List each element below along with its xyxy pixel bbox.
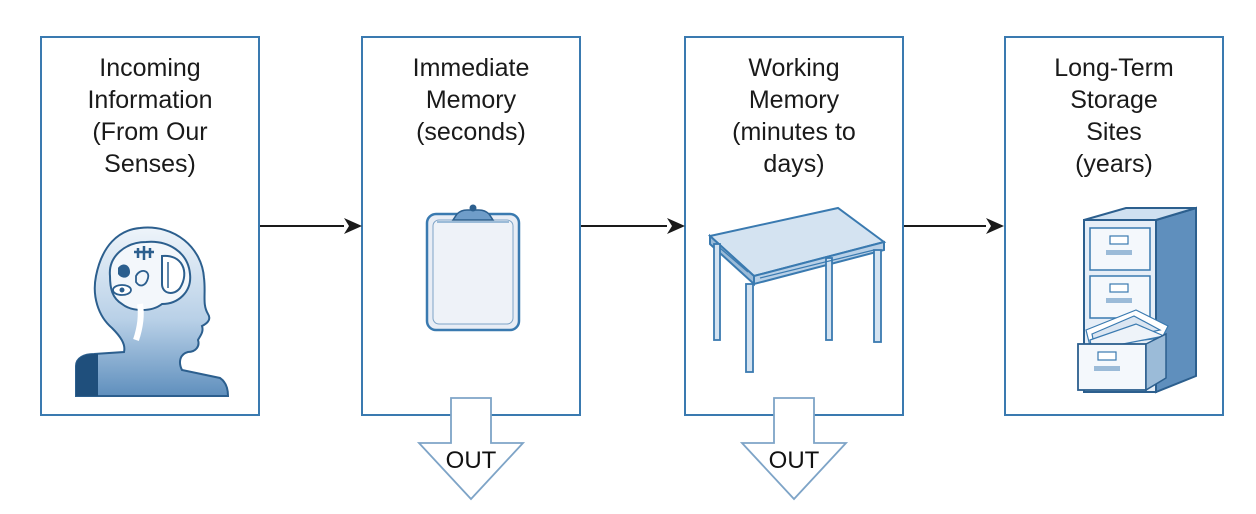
stage-title-line: Information <box>87 86 213 114</box>
desk-icon <box>706 204 887 379</box>
stage-title-line: Long-Term <box>1054 54 1174 82</box>
clipboard-icon <box>423 204 523 339</box>
out-arrow-working-memory: OUT <box>739 397 849 501</box>
stage-title-working-memory: Working Memory (minutes to days) <box>686 52 902 180</box>
stage-box-immediate-memory: Immediate Memory (seconds) <box>361 36 581 416</box>
head-with-senses-icon <box>70 216 230 401</box>
stage-title-line: (minutes to <box>732 118 856 146</box>
stage-title-line: Working <box>748 54 840 82</box>
stage-title-line: Storage <box>1070 86 1158 114</box>
stage-title-line: Memory <box>748 86 840 114</box>
filing-cabinet-icon <box>1076 206 1206 401</box>
connector-arrow-3 <box>904 216 1006 241</box>
stage-title-line: Immediate <box>412 54 530 82</box>
connector-arrow-1 <box>260 216 364 241</box>
stage-title-incoming-information: Incoming Information (From Our Senses) <box>42 52 258 180</box>
out-label: OUT <box>445 447 497 474</box>
connector-arrow-2 <box>581 216 687 241</box>
stage-title-line: days) <box>763 150 825 178</box>
out-label: OUT <box>768 447 820 474</box>
stage-box-long-term-storage: Long-Term Storage Sites (years) <box>1004 36 1224 416</box>
stage-title-line: (seconds) <box>416 118 526 146</box>
stage-title-line: Incoming <box>99 54 201 82</box>
stage-title-line: Senses) <box>104 150 196 178</box>
stage-title-line: (From Our <box>92 118 208 146</box>
stage-title-line: (years) <box>1075 150 1153 178</box>
stage-title-long-term-storage: Long-Term Storage Sites (years) <box>1006 52 1222 180</box>
stage-title-line: Memory <box>425 86 517 114</box>
stage-title-immediate-memory: Immediate Memory (seconds) <box>363 52 579 148</box>
stage-box-incoming-information: Incoming Information (From Our Senses) <box>40 36 260 416</box>
stage-title-line: Sites <box>1086 118 1142 146</box>
out-arrow-immediate-memory: OUT <box>416 397 526 501</box>
stage-box-working-memory: Working Memory (minutes to days) <box>684 36 904 416</box>
